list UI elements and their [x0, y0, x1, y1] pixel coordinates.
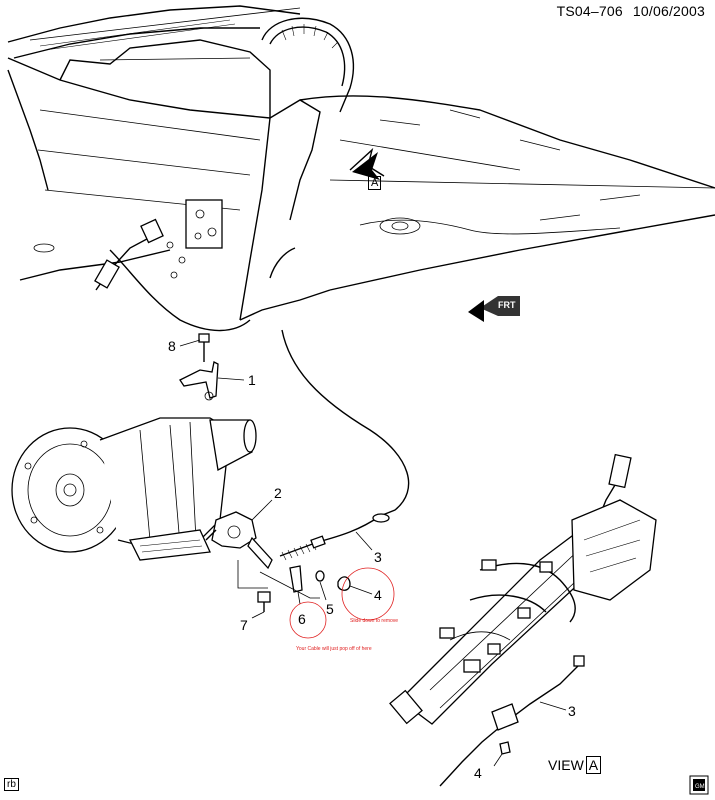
view-letter: A [585, 756, 602, 774]
callout-2: 2 [274, 485, 282, 501]
corner-tag: rb [4, 778, 19, 791]
cable-clip [289, 565, 351, 593]
transmission [11, 417, 257, 561]
front-arrow-icon [468, 296, 520, 322]
callout-4-view: 4 [474, 765, 482, 781]
bolt [257, 591, 271, 612]
doc-date: 10/06/2003 [632, 3, 705, 19]
callout-7: 7 [240, 617, 248, 633]
note-slide-down: Slide down to remove [350, 618, 398, 624]
view-arrow-letter: A [368, 176, 382, 190]
callouts: 8 1 2 3 4 5 6 7 3 4 [168, 338, 576, 781]
callout-1: 1 [248, 372, 256, 388]
transmission-shift-lever [205, 511, 273, 570]
cable-bracket [179, 333, 219, 401]
callout-8: 8 [168, 338, 176, 354]
callout-6: 6 [298, 611, 306, 627]
callout-3: 3 [374, 549, 382, 565]
document-header: TS04–706 10/06/2003 [557, 3, 705, 19]
callout-5: 5 [326, 601, 334, 617]
view-word: VIEW [548, 757, 584, 773]
dash-firewall-assembly [7, 5, 715, 332]
front-arrow-label: FRT [498, 300, 516, 310]
doc-id: TS04–706 [556, 3, 623, 19]
callout-4: 4 [374, 587, 382, 603]
view-arrow-icon [349, 147, 385, 180]
note-cable-pop: Your Cable will just pop off of here [296, 646, 372, 652]
steering-column-assembly [389, 453, 657, 787]
annotation-marks [289, 567, 395, 639]
callout-3-view: 3 [568, 703, 576, 719]
shift-cable [279, 329, 410, 561]
leader-lines [179, 339, 373, 619]
svg-text:GM: GM [695, 784, 705, 790]
gm-logo-icon: GM [689, 775, 709, 795]
